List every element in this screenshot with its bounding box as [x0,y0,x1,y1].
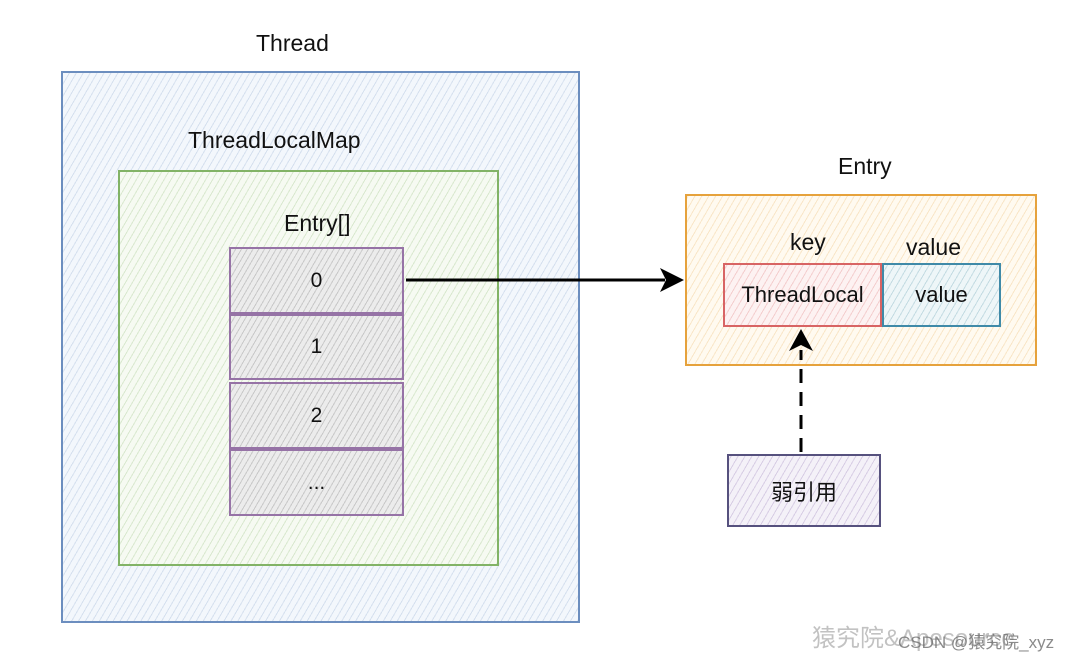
entry-title: Entry [838,153,892,179]
weak-reference-label: 弱引用 [770,479,837,505]
watermark-secondary: CSDN @猿究院_xyz [898,633,1055,652]
array-cell-0: 0 [229,247,404,314]
array-cell-2-label: 2 [310,403,323,427]
key-cell-text: ThreadLocal [741,282,864,307]
key-cell: ThreadLocal [723,263,882,327]
entry-array-title: Entry[] [284,210,351,236]
value-label: value [906,234,961,260]
array-cell-0-label: 0 [310,268,323,292]
array-cell-ellipsis: ... [229,449,404,516]
array-cell-1-label: 1 [310,335,323,358]
thread-local-map-title: ThreadLocalMap [188,127,361,153]
array-cell-ellipsis-label: ... [307,470,326,494]
array-cell-2: 2 [229,382,404,449]
value-cell-text: value [915,282,968,307]
key-label: key [790,229,826,255]
thread-title: Thread [256,30,329,56]
array-cell-1: 1 [229,314,404,380]
watermark-primary: 猿究院&Apesource [812,625,1015,652]
value-cell: value [882,263,1001,327]
strong-reference-arrowhead [660,268,684,292]
weak-reference-box: 弱引用 [727,454,881,527]
weak-reference-arrowhead [789,329,813,351]
